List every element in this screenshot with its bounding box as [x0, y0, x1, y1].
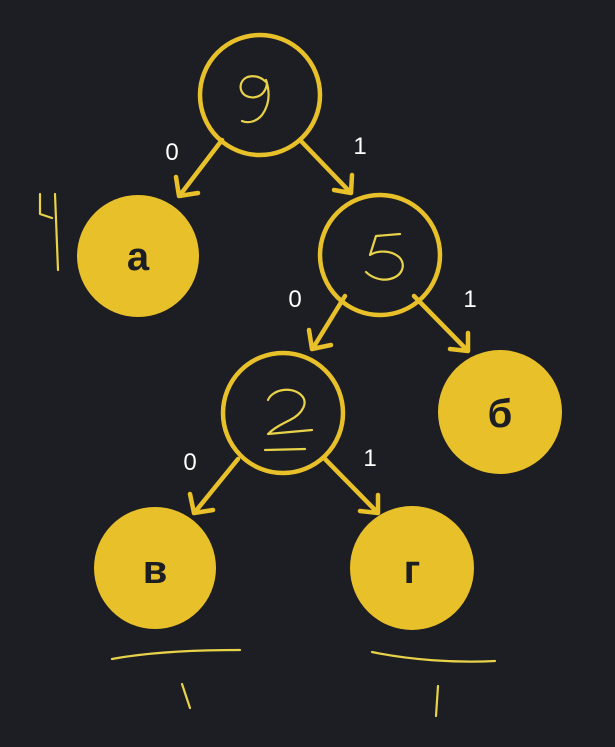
handwritten-node-values — [239, 75, 404, 452]
node-n2 — [220, 350, 346, 476]
edge-label-n2-v: 0 — [183, 449, 196, 476]
handwritten-weight-4 — [38, 192, 60, 272]
handwritten-weight-1-g — [434, 684, 440, 718]
leaf-label-a: а — [127, 235, 150, 279]
handwritten-underline-v — [110, 648, 242, 661]
edge-label-n2-g: 1 — [363, 445, 376, 472]
leaf-label-v: в — [143, 548, 168, 592]
handwritten-leaf-weights — [38, 192, 497, 718]
edge-n5-b — [411, 293, 471, 354]
handwritten-underline-2 — [263, 447, 307, 452]
leaf-b: б — [438, 350, 562, 474]
edge-labels: 0 1 0 1 0 1 — [165, 133, 476, 476]
edge-n5-n2 — [306, 293, 348, 352]
handwritten-underline-g — [370, 650, 497, 663]
edge-label-n5-b: 1 — [463, 286, 476, 313]
edges — [173, 137, 471, 516]
edge-label-n5-n2: 0 — [288, 286, 301, 313]
edge-n2-g — [322, 456, 381, 516]
leaf-v: в — [94, 507, 216, 629]
edge-n2-v — [187, 456, 241, 516]
edge-label-root-n5: 1 — [353, 133, 366, 160]
leaf-a: а — [77, 195, 199, 317]
handwritten-weight-1-v — [180, 682, 192, 710]
edge-root-n5 — [297, 137, 355, 196]
leaf-g: г — [350, 506, 474, 630]
handwritten-value-2 — [266, 388, 314, 436]
inner-nodes — [197, 32, 443, 476]
node-root — [197, 32, 323, 158]
leaf-nodes: а б в г — [77, 195, 562, 630]
edge-label-root-a: 0 — [165, 139, 178, 166]
edge-root-a — [173, 137, 225, 199]
leaf-label-g: г — [404, 548, 421, 592]
handwritten-value-9 — [239, 75, 270, 124]
handwritten-value-5 — [364, 232, 404, 281]
node-n5 — [317, 192, 443, 318]
leaf-label-b: б — [488, 392, 513, 436]
